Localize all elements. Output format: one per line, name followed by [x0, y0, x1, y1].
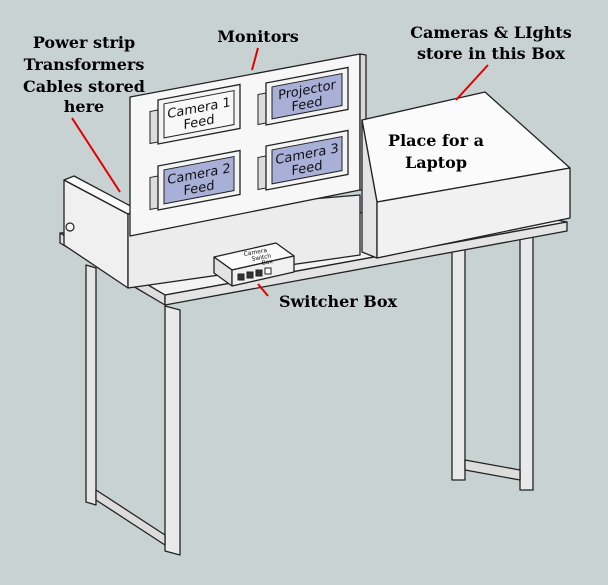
power-strip-label-line-2: Transformers: [24, 55, 145, 74]
camera-box-front: [376, 167, 571, 259]
desk-legs: [85, 235, 534, 556]
back-right-leg: [451, 244, 466, 481]
switcher-button: [264, 267, 272, 275]
laptop-label-line-1: Place for a: [388, 131, 484, 150]
leader-lines: [71, 47, 489, 297]
cameras-box-leader: [455, 64, 489, 101]
power-strip-label-line-3: Cables stored: [23, 77, 145, 96]
switcher-box-label-line-3: Box: [261, 258, 274, 267]
monitor-screen: [163, 155, 235, 205]
switcher-label: Switcher Box: [279, 292, 398, 311]
monitor-label-line: Feed: [291, 94, 322, 115]
monitors-leader: [251, 47, 259, 71]
power-strip-label-line-4: here: [64, 97, 104, 116]
left-storage-box: [63, 175, 139, 289]
switcher-button: [255, 269, 263, 277]
cameras-box-label-line-1: Cameras & LIghts: [410, 23, 572, 42]
switcher-box-label-line-1: Camera: [243, 247, 268, 258]
monitor-screen: [271, 72, 343, 120]
switcher-box: Camera Switch Box: [213, 242, 295, 287]
left-stretcher: [95, 489, 166, 546]
monitor-label-line: Feed: [183, 112, 214, 133]
cameras-box-label-line-2: store in this Box: [417, 44, 565, 63]
monitor-label-line: Feed: [183, 178, 214, 199]
monitor-label-line: Feed: [291, 158, 322, 179]
power-strip-leader: [71, 117, 121, 193]
switcher-button: [237, 273, 245, 281]
power-strip-label-line-1: Power strip: [33, 33, 135, 52]
switcher-buttons: [237, 267, 272, 281]
right-stretcher: [464, 459, 521, 481]
monitor-screen: [271, 135, 343, 185]
switcher-leader: [257, 283, 269, 297]
monitors-label: Monitors: [217, 27, 299, 46]
switcher-box-label-line-2: Switch: [251, 253, 272, 263]
front-left-leg: [164, 305, 181, 556]
monitor-screen: [163, 89, 235, 139]
laptop-label-line-2: Laptop: [405, 153, 467, 172]
switcher-button: [246, 271, 254, 279]
back-left-leg: [85, 264, 97, 506]
cable-port-icon: [65, 222, 75, 232]
callouts: Power strip Transformers Cables stored h…: [23, 23, 572, 311]
camera-storage-box: [361, 91, 571, 259]
front-right-leg: [519, 235, 534, 491]
